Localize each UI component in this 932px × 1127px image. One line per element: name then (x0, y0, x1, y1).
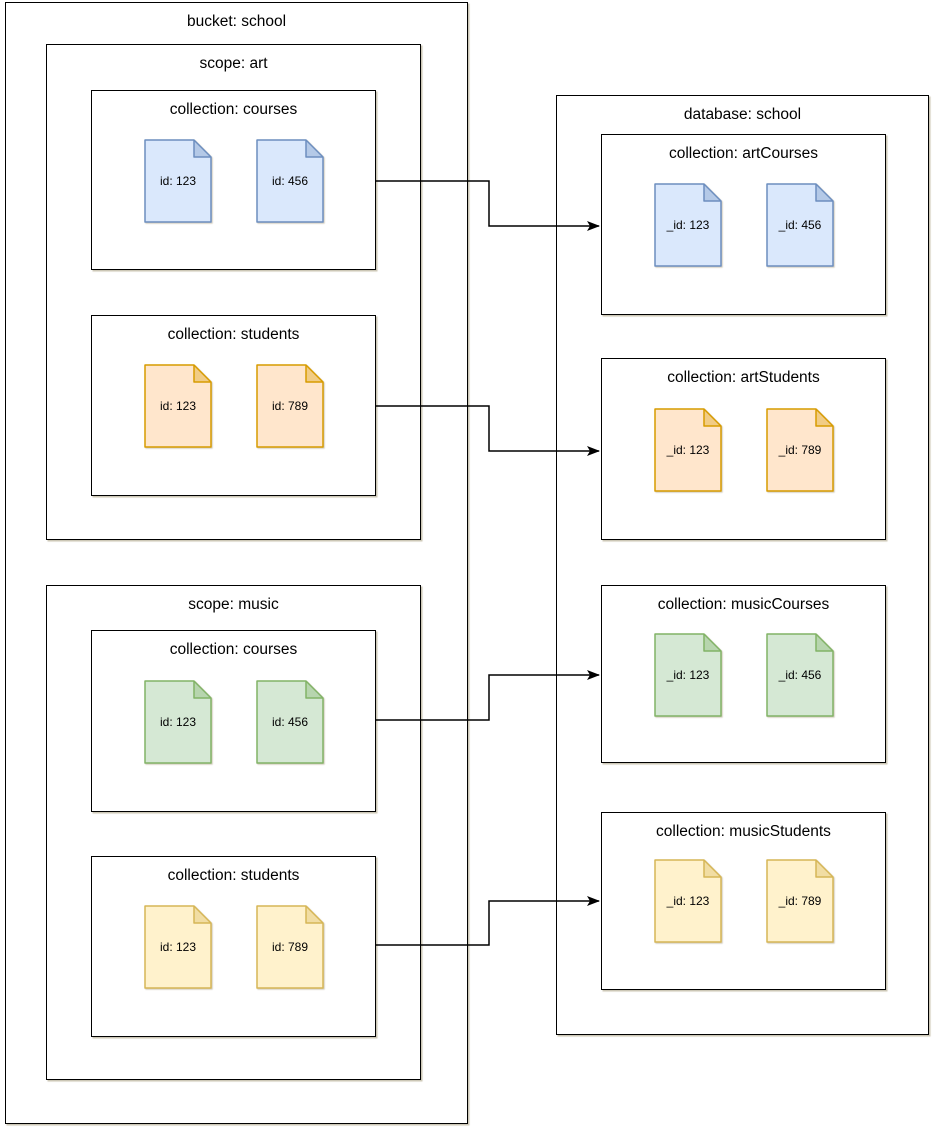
document-id-label: id: 123 (159, 715, 197, 729)
document-icon (654, 408, 722, 492)
document-icon (766, 859, 834, 943)
document-id-label: id: 456 (271, 715, 309, 729)
scope-art-box: scope: art collection: courses id: 123 i… (46, 44, 421, 540)
collection-musicstudents-box: collection: musicStudents _id: 123 _id: … (601, 812, 886, 990)
document-shape: _id: 789 (766, 859, 834, 943)
collection-artcourses-title: collection: artCourses (668, 145, 819, 162)
document-id-label: id: 789 (271, 940, 309, 954)
scope-music-box: scope: music collection: courses id: 123… (46, 585, 421, 1080)
document-id-label: id: 456 (271, 174, 309, 188)
collection-artstudents-box: collection: artStudents _id: 123 _id: 78… (601, 358, 886, 540)
document-id-label: id: 123 (159, 399, 197, 413)
document-id-label: id: 123 (159, 940, 197, 954)
document-icon (766, 183, 834, 267)
collection-artstudents-title: collection: artStudents (667, 369, 820, 386)
document-shape: id: 123 (144, 139, 212, 223)
database-title: database: school (683, 106, 802, 123)
document-shape: _id: 456 (766, 633, 834, 717)
document-id-label: _id: 123 (666, 668, 710, 682)
document-shape: id: 123 (144, 680, 212, 764)
document-id-label: _id: 123 (666, 218, 710, 232)
document-id-label: _id: 123 (666, 443, 710, 457)
database-box: database: school collection: artCourses … (556, 95, 929, 1035)
document-id-label: _id: 789 (778, 443, 822, 457)
document-icon (654, 183, 722, 267)
scope-art-title: scope: art (199, 55, 268, 72)
document-id-label: _id: 789 (778, 894, 822, 908)
collection-music-students-title: collection: students (167, 867, 300, 884)
document-icon (654, 859, 722, 943)
document-icon (256, 364, 324, 448)
document-shape: id: 123 (144, 364, 212, 448)
collection-art-students-box: collection: students id: 123 id: 789 (91, 315, 376, 496)
document-shape: _id: 456 (766, 183, 834, 267)
document-icon (654, 633, 722, 717)
document-shape: id: 123 (144, 905, 212, 989)
document-shape: id: 456 (256, 680, 324, 764)
document-icon (766, 633, 834, 717)
document-shape: _id: 123 (654, 859, 722, 943)
collection-art-courses-box: collection: courses id: 123 id: 456 (91, 90, 376, 270)
document-shape: _id: 789 (766, 408, 834, 492)
collection-music-students-box: collection: students id: 123 id: 789 (91, 856, 376, 1037)
document-icon (144, 364, 212, 448)
document-shape: id: 456 (256, 139, 324, 223)
document-shape: id: 789 (256, 364, 324, 448)
document-icon (256, 139, 324, 223)
collection-art-courses-title: collection: courses (169, 101, 298, 118)
collection-music-courses-title: collection: courses (169, 641, 298, 658)
document-icon (144, 905, 212, 989)
document-icon (144, 139, 212, 223)
document-id-label: _id: 456 (778, 218, 822, 232)
document-id-label: _id: 456 (778, 668, 822, 682)
document-id-label: id: 789 (271, 399, 309, 413)
document-id-label: _id: 123 (666, 894, 710, 908)
document-shape: _id: 123 (654, 183, 722, 267)
document-id-label: id: 123 (159, 174, 197, 188)
document-shape: _id: 123 (654, 633, 722, 717)
document-icon (766, 408, 834, 492)
collection-art-students-title: collection: students (167, 326, 300, 343)
collection-music-courses-box: collection: courses id: 123 id: 456 (91, 630, 376, 812)
collection-musiccourses-box: collection: musicCourses _id: 123 _id: 4… (601, 585, 886, 763)
collection-artcourses-box: collection: artCourses _id: 123 _id: 456 (601, 134, 886, 315)
bucket-box: bucket: school scope: art collection: co… (5, 2, 468, 1124)
document-shape: _id: 123 (654, 408, 722, 492)
collection-musiccourses-title: collection: musicCourses (657, 596, 830, 613)
scope-music-title: scope: music (188, 596, 279, 613)
bucket-title: bucket: school (186, 13, 287, 30)
document-icon (144, 680, 212, 764)
document-icon (256, 680, 324, 764)
document-shape: id: 789 (256, 905, 324, 989)
collection-musicstudents-title: collection: musicStudents (656, 823, 831, 840)
document-icon (256, 905, 324, 989)
